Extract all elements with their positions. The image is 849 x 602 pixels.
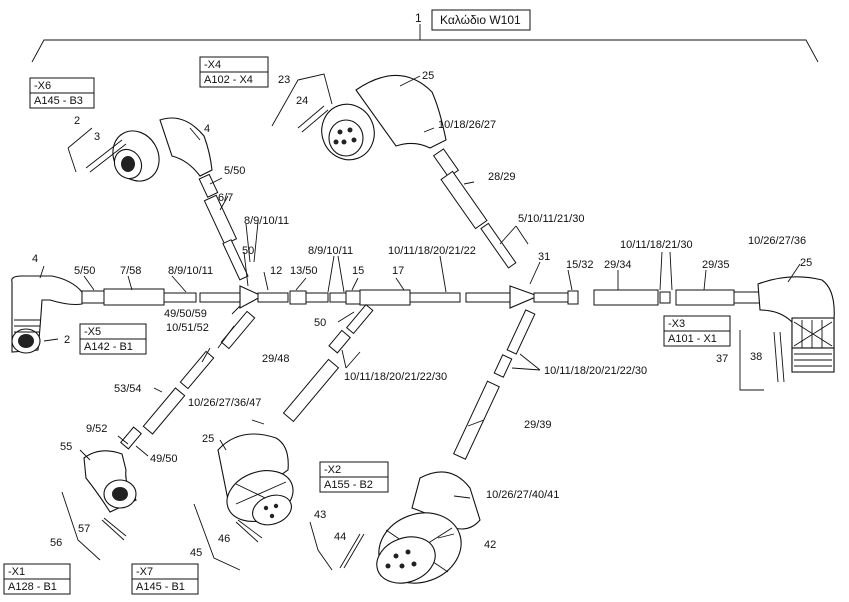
branch-x6: [112, 117, 249, 281]
title-box: [431, 9, 531, 31]
main-trunk-cable: [11, 275, 835, 373]
branch-x4: [321, 74, 517, 269]
branch-x1: [83, 310, 256, 513]
branch-42: [376, 309, 536, 584]
callout-label: 31: [538, 251, 550, 263]
callout-labels: 2 3 4 5/50 6/7 8/9/10/11 23 24 25 10/18/…: [32, 70, 812, 559]
callout-label: 10/26/27/36/47: [188, 397, 261, 409]
box-x4-bottom: A102 - X4: [204, 74, 253, 86]
callout-label: 29/34: [604, 259, 632, 271]
box-x6-bottom: A145 - B3: [34, 95, 83, 107]
box-x2: -X2 A155 - B2: [319, 461, 389, 493]
callout-label: 5/50: [74, 265, 95, 277]
callout-label: 57: [78, 523, 90, 535]
box-x1-bottom: A128 - B1: [8, 581, 57, 593]
box-x6: -X6 A145 - B3: [29, 77, 95, 109]
title-number: 1: [415, 11, 422, 25]
callout-label: 25: [202, 433, 214, 445]
callout-label: 2: [64, 334, 70, 346]
callout-label: 6/7: [218, 192, 233, 204]
callout-label: 5/50: [224, 165, 245, 177]
callout-label: 42: [484, 539, 496, 551]
box-x6-top: -X6: [34, 80, 51, 92]
callout-label: 37: [716, 353, 728, 365]
callout-label: 10/26/27/40/41: [486, 489, 559, 501]
callout-label: 8/9/10/11: [308, 245, 353, 257]
callout-label: 9/52: [86, 423, 107, 435]
box-x3-bottom: A101 - X1: [668, 333, 717, 345]
callout-label: 4: [32, 253, 38, 265]
callout-label: 17: [392, 265, 404, 277]
callout-label: 24: [296, 95, 308, 107]
box-x5-bottom: A142 - B1: [84, 341, 133, 353]
box-x3: -X3 A101 - X1: [663, 315, 731, 347]
callout-label: 10/51/52: [166, 322, 209, 334]
box-x7-bottom: A145 - B1: [136, 581, 185, 593]
title-bracket: [31, 24, 819, 63]
title-text: Καλώδιο W101: [440, 13, 521, 27]
callout-label: 50: [242, 245, 254, 257]
callout-label: 50: [314, 317, 326, 329]
contact-pins: [85, 105, 785, 569]
callout-label: 8/9/10/11: [244, 215, 289, 227]
callout-label: 8/9/10/11: [168, 265, 213, 277]
callout-label: 3: [94, 131, 100, 143]
box-x1-top: -X1: [8, 566, 25, 578]
callout-label: 43: [314, 509, 326, 521]
box-x3-top: -X3: [668, 318, 685, 330]
callout-label: 56: [50, 537, 62, 549]
callout-label: 53/54: [114, 383, 142, 395]
callout-label: 10/11/18/20/21/22: [388, 245, 476, 257]
box-x5: -X5 A142 - B1: [79, 323, 147, 355]
callout-label: 28/29: [488, 171, 516, 183]
callout-label: 10/11/18/21/30: [620, 239, 693, 251]
callout-label: 49/50: [150, 453, 178, 465]
box-x4-top: -X4: [204, 59, 221, 71]
callout-label: 10/18/26/27: [438, 119, 496, 131]
box-x2-bottom: A155 - B2: [324, 479, 373, 491]
callout-label: 23: [278, 74, 290, 86]
box-x7: -X7 A145 - B1: [131, 563, 199, 595]
callout-label: 29/48: [262, 353, 290, 365]
callout-label: 25: [422, 70, 434, 82]
callout-label: 46: [218, 533, 230, 545]
box-x4: -X4 A102 - X4: [199, 56, 269, 88]
leader-lines: [39, 73, 801, 571]
callout-label: 55: [60, 441, 72, 453]
callout-label: 15: [352, 265, 364, 277]
callout-label: 2: [74, 115, 80, 127]
box-x7-top: -X7: [136, 566, 153, 578]
box-x1: -X1 A128 - B1: [3, 563, 71, 595]
callout-label: 45: [190, 547, 202, 559]
box-x2-top: -X2: [324, 464, 341, 476]
callout-label: 38: [750, 351, 762, 363]
callout-label: 4: [204, 123, 210, 135]
branch-x2: [217, 303, 374, 526]
callout-label: 29/35: [702, 259, 730, 271]
callout-label: 10/11/18/20/21/22/30: [344, 371, 447, 383]
callout-label: 10/26/27/36: [748, 235, 806, 247]
callout-label: 15/32: [566, 259, 594, 271]
callout-label: 12: [270, 265, 282, 277]
box-x5-top: -X5: [84, 326, 101, 338]
callout-label: 49/50/59: [164, 308, 207, 320]
callout-label: 5/10/11/21/30: [518, 213, 584, 225]
callout-label: 7/58: [120, 265, 141, 277]
callout-label: 25: [800, 257, 812, 269]
callout-label: 10/11/18/20/21/22/30: [544, 365, 647, 377]
callout-label: 13/50: [290, 265, 318, 277]
callout-label: 44: [334, 531, 346, 543]
callout-label: 29/39: [524, 419, 552, 431]
